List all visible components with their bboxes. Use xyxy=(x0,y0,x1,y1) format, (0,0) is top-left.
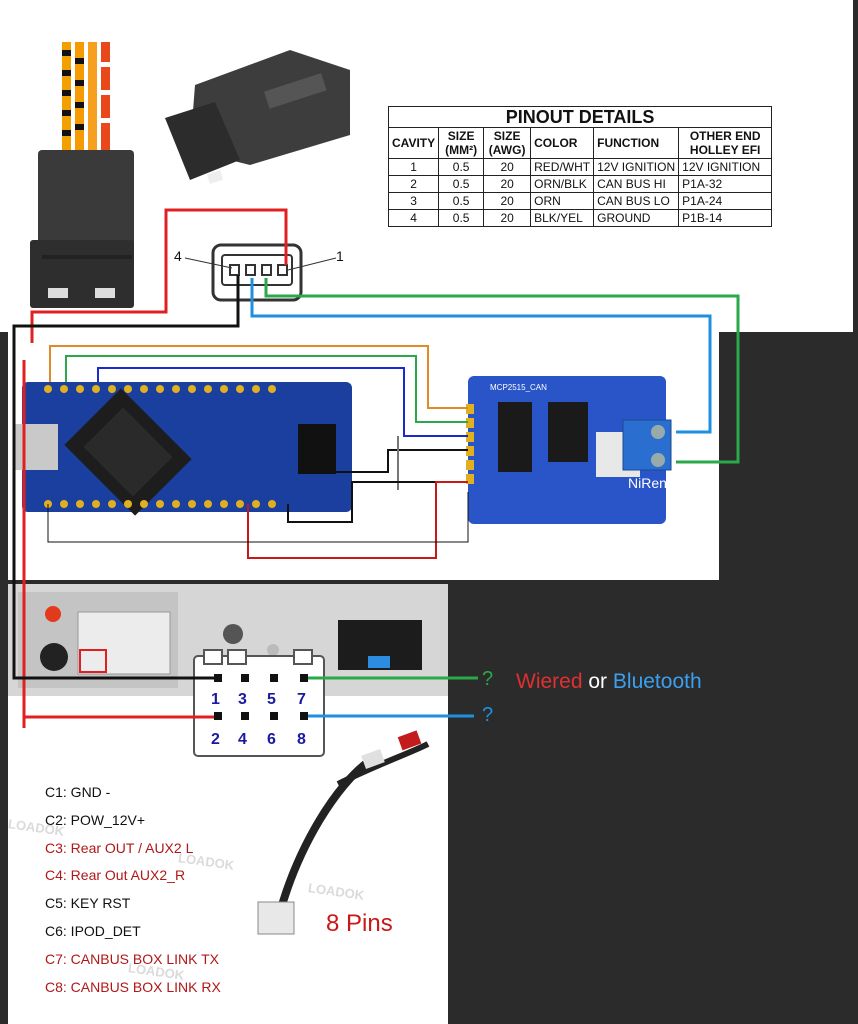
arduino-nano-board xyxy=(14,382,352,516)
mating-connector xyxy=(165,50,350,184)
top-panel: 4 1 PINOUT DETAILS CAVITY SIZE (MM²) SIZ… xyxy=(0,0,853,332)
boards-illustration: MCP2515_CAN NiRen xyxy=(14,345,672,559)
harness-connector xyxy=(30,150,134,308)
cell: BLK/YEL xyxy=(530,209,595,227)
or-label: or xyxy=(588,670,608,693)
can-module-board: MCP2515_CAN NiRen xyxy=(466,376,672,524)
cell: 0.5 xyxy=(438,192,485,210)
header-other-end: OTHER END HOLLEY EFI xyxy=(678,127,773,159)
cell: RED/WHT xyxy=(530,158,595,176)
cell: 0.5 xyxy=(438,158,485,176)
cell: CAN BUS LO xyxy=(593,192,680,210)
wired-label: Wiered xyxy=(516,670,583,693)
connection-choice: Wiered or Bluetooth xyxy=(516,670,702,694)
can-brand-label: NiRen xyxy=(628,475,667,491)
pins-count-label: 8 Pins xyxy=(326,910,393,937)
cell: 20 xyxy=(483,192,532,210)
cell: 20 xyxy=(483,158,532,176)
cell: 2 xyxy=(387,175,440,193)
cell: P1A-24 xyxy=(678,192,773,210)
pin-legend-item: C5: KEY RST xyxy=(45,895,131,912)
eight-pin-diagram: 1 3 5 7 2 4 6 8 xyxy=(193,649,325,757)
rca-cable xyxy=(257,730,430,935)
cell: ORN/BLK xyxy=(530,175,595,193)
header-size-awg: SIZE (AWG) xyxy=(483,127,532,159)
cell: P1B-14 xyxy=(678,209,773,227)
bluetooth-label: Bluetooth xyxy=(612,670,702,693)
header-function: FUNCTION xyxy=(593,127,680,159)
cell: 1 xyxy=(387,158,440,176)
pin-legend-item: C4: Rear Out AUX2_R xyxy=(45,867,186,884)
cell: 20 xyxy=(483,175,532,193)
pin-7-label: 7 xyxy=(297,691,306,708)
cell: 3 xyxy=(387,192,440,210)
connector-pin-4-label: 4 xyxy=(174,248,182,264)
pin-legend-item: C6: IPOD_DET xyxy=(45,923,141,939)
pin-legend-item: C2: POW_12V+ xyxy=(45,811,145,828)
pin-legend-item: C3: Rear OUT / AUX2 L xyxy=(45,839,194,856)
cell: 0.5 xyxy=(438,175,485,193)
header-size-mm: SIZE (MM²) xyxy=(438,127,485,159)
pin-2-label: 2 xyxy=(211,731,220,748)
header-cavity: CAVITY xyxy=(387,127,440,159)
pinout-table: PINOUT DETAILS CAVITY SIZE (MM²) SIZE (A… xyxy=(387,106,773,227)
table-title: PINOUT DETAILS xyxy=(387,106,773,128)
connector-pin-1-label: 1 xyxy=(336,248,344,264)
header-color: COLOR xyxy=(530,127,595,159)
pin-5-label: 5 xyxy=(267,691,276,708)
green-question-mark: ? xyxy=(482,668,494,690)
harness-illustration xyxy=(30,42,350,308)
pin-1-label: 1 xyxy=(211,691,220,708)
pin-legend-item: C1: GND - xyxy=(45,784,111,800)
pin-6-label: 6 xyxy=(267,731,276,748)
mid-panel: MCP2515_CAN NiRen xyxy=(8,332,719,580)
cell: 0.5 xyxy=(438,209,485,227)
can-chip-label: MCP2515_CAN xyxy=(490,383,547,392)
cell: CAN BUS HI xyxy=(593,175,680,193)
blue-question-mark: ? xyxy=(482,704,494,726)
pin-3-label: 3 xyxy=(238,691,247,708)
cell: ORN xyxy=(530,192,595,210)
pin-8-label: 8 xyxy=(297,731,306,748)
pin-legend-item: C8: CANBUS BOX LINK RX xyxy=(45,978,221,995)
cell: 4 xyxy=(387,209,440,227)
cell: 12V IGNITION xyxy=(678,158,773,176)
pin-connector xyxy=(184,243,337,302)
pin-legend-item: C7: CANBUS BOX LINK TX xyxy=(45,950,220,967)
cell: P1A-32 xyxy=(678,175,773,193)
cell: 20 xyxy=(483,209,532,227)
pin-4-label: 4 xyxy=(238,731,247,748)
cell: 12V IGNITION xyxy=(593,158,680,176)
cell: GROUND xyxy=(593,209,680,227)
table-header-row: CAVITY SIZE (MM²) SIZE (AWG) COLOR FUNCT… xyxy=(387,127,773,159)
harness-wires xyxy=(62,42,110,152)
